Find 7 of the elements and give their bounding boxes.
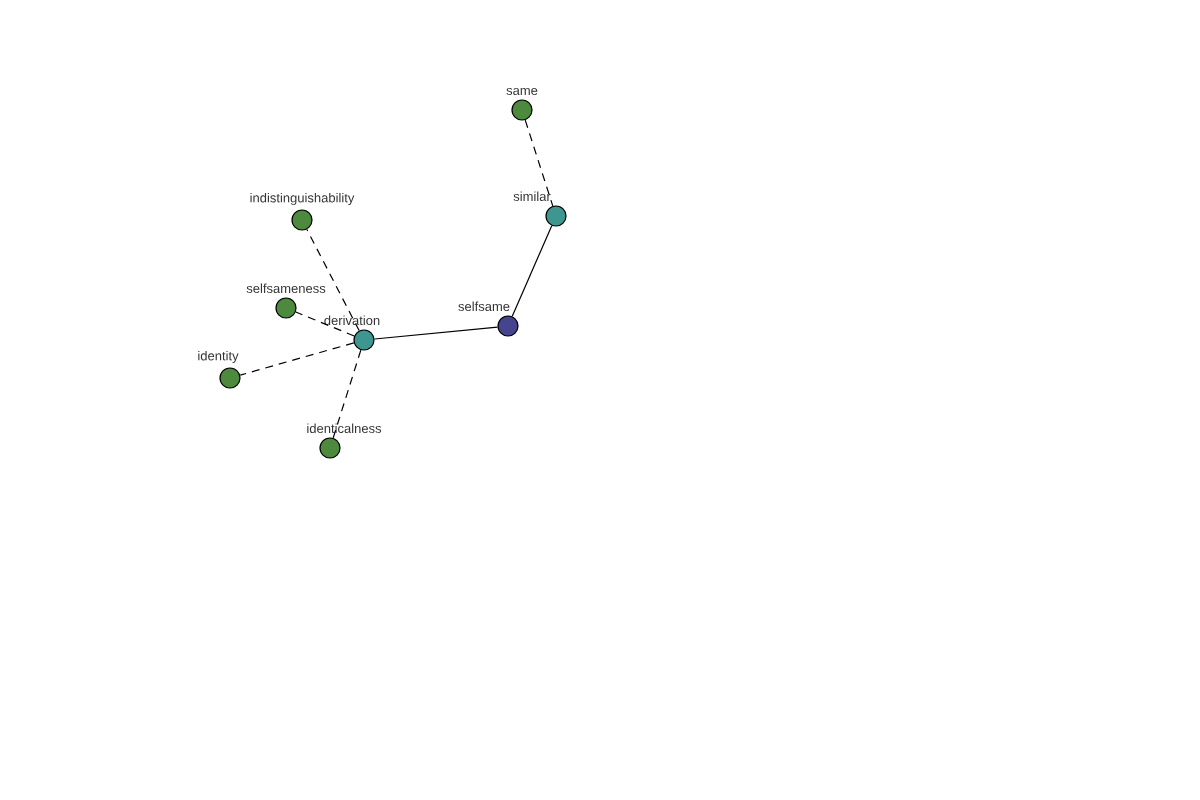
connector-line <box>511 225 553 317</box>
connector-line <box>306 228 360 332</box>
connector-line <box>332 349 362 439</box>
connector-line <box>524 119 554 207</box>
connector-line <box>239 342 355 376</box>
connector-line <box>373 326 499 340</box>
connector-line <box>295 311 355 337</box>
